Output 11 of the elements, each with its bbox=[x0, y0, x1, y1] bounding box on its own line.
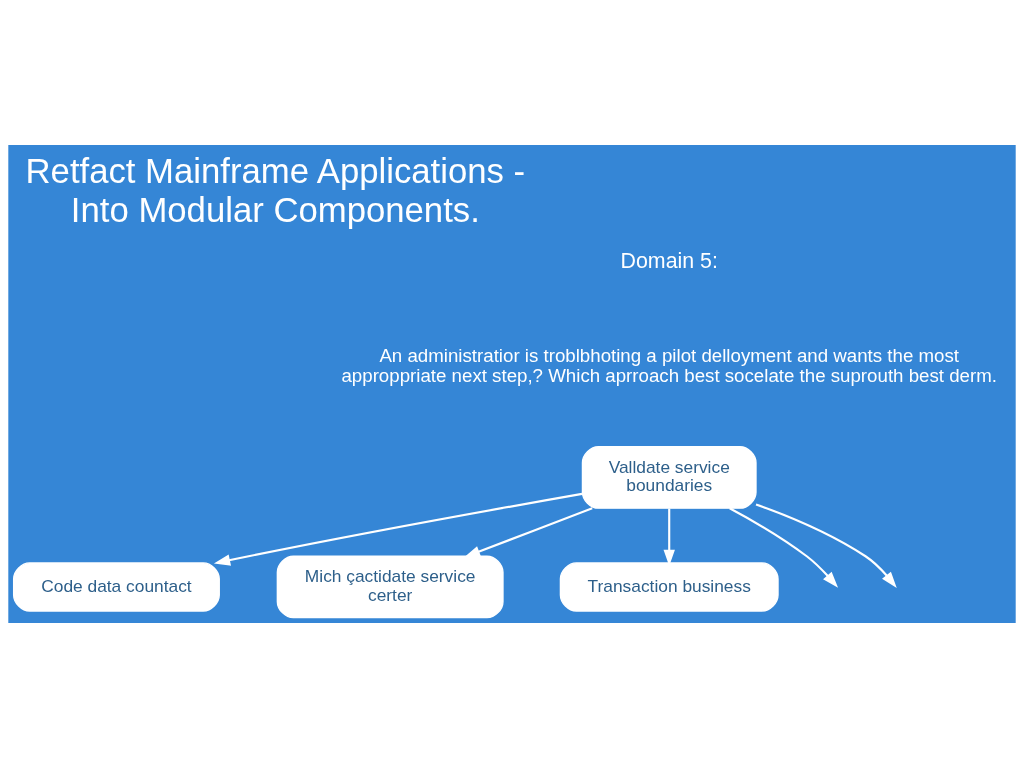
diagram-title: Retfact Mainframe Applications - Into Modular Components. bbox=[25, 152, 526, 230]
label: Domain 5: bbox=[620, 248, 718, 273]
arrow bbox=[213, 492, 583, 566]
node-box: Mich çactidate service certer bbox=[276, 555, 504, 619]
arrow bbox=[755, 503, 897, 588]
node-box: Valldate service boundaries bbox=[581, 446, 757, 509]
label: An administratior is troblbhoting a pilot delloyment and wants the most approppriate next step,? Which aprroach best socelate the suprouth best derm. bbox=[341, 344, 997, 386]
arrow bbox=[729, 507, 839, 588]
node-box: Code data countact bbox=[12, 562, 220, 612]
node-box: Transaction business bbox=[559, 562, 779, 612]
arrow bbox=[463, 507, 593, 558]
